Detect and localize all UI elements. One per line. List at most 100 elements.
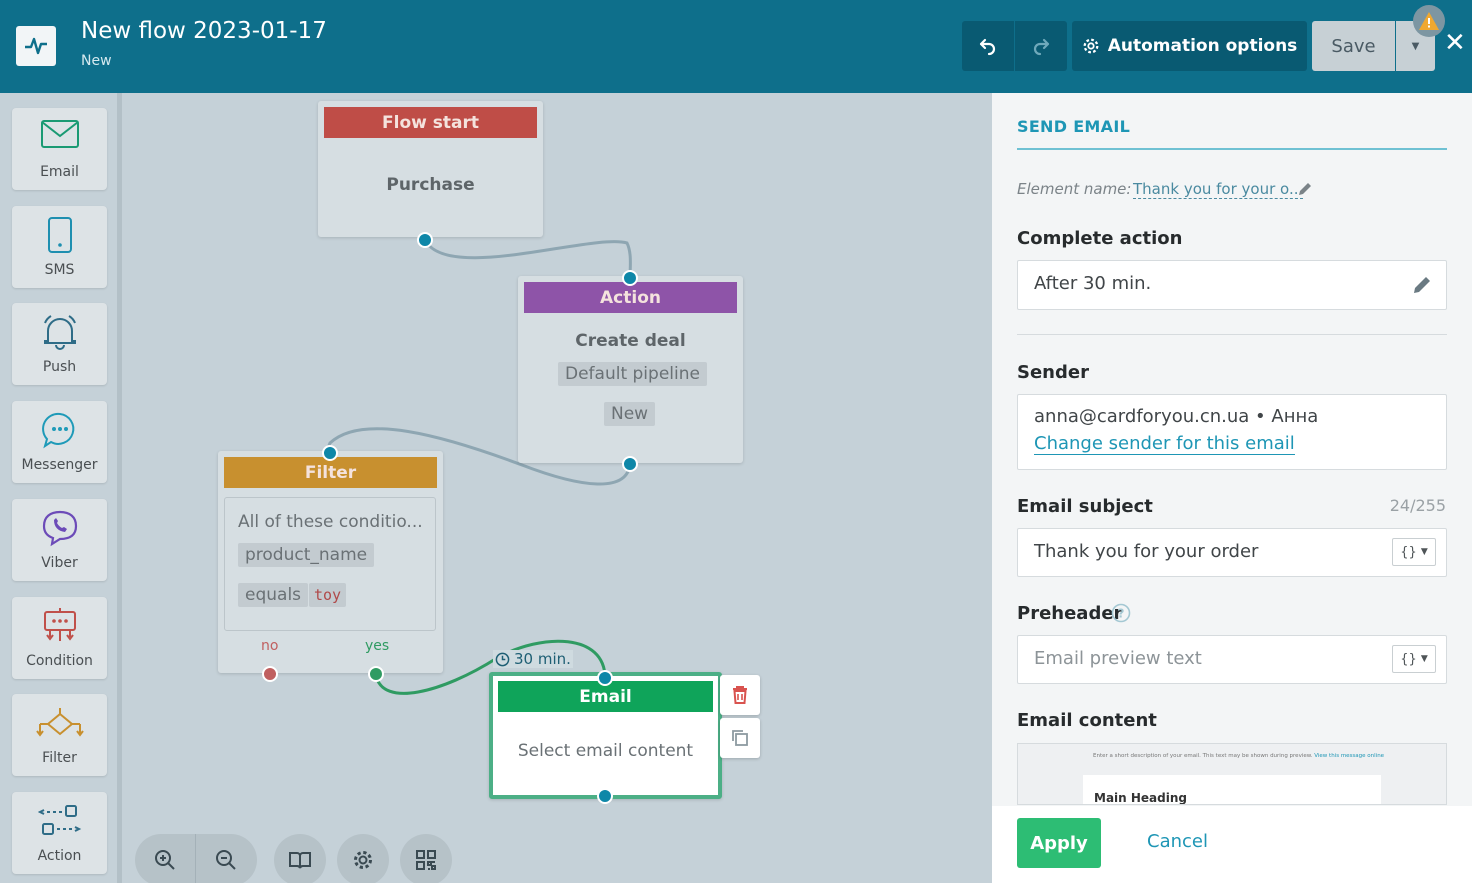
chevron-down-icon: ▼	[1420, 547, 1428, 557]
palette-item-email[interactable]: Email	[12, 108, 107, 190]
zoom-in-button[interactable]	[135, 834, 195, 883]
node-text: Select email content	[517, 741, 694, 761]
guide-button[interactable]	[274, 834, 326, 883]
node-header: Flow start	[324, 107, 537, 138]
palette-item-viber[interactable]: Viber	[12, 499, 107, 581]
delete-node-button[interactable]	[720, 675, 760, 715]
palette-label: Viber	[41, 555, 78, 571]
zoom-in-icon	[155, 850, 175, 870]
automation-options-button[interactable]: Automation options	[1072, 21, 1307, 71]
subject-value: Thank you for your order	[1034, 541, 1259, 562]
palette-item-sms[interactable]: SMS	[12, 206, 107, 288]
apply-button[interactable]: Apply	[1017, 818, 1101, 868]
palette-label: Messenger	[21, 457, 98, 473]
chevron-down-icon: ▼	[1420, 654, 1428, 664]
flow-title[interactable]: New flow 2023-01-17	[81, 18, 327, 44]
element-name-value[interactable]: Thank you for your o...	[1133, 180, 1304, 199]
complete-action-label: Complete action	[1017, 228, 1183, 249]
duplicate-node-button[interactable]	[720, 718, 760, 758]
palette-label: Action	[37, 848, 82, 864]
gear-icon	[1083, 38, 1099, 54]
condition-icon	[43, 608, 76, 641]
preview-heading: Main Heading	[1094, 791, 1187, 805]
field-chip: product_name	[238, 543, 375, 567]
settings-button[interactable]	[337, 834, 389, 883]
palette-item-condition[interactable]: Condition	[12, 597, 107, 679]
sender-value: anna@cardforyou.cn.ua • Анна	[1034, 406, 1319, 427]
preheader-input[interactable]: Email preview text {} ▼	[1017, 635, 1447, 684]
preheader-label: Preheader	[1017, 603, 1123, 624]
panel-title: SEND EMAIL	[1017, 117, 1131, 136]
canvas-toolbar	[135, 802, 475, 883]
pencil-icon[interactable]	[1412, 275, 1432, 295]
cancel-button[interactable]: Cancel	[1147, 831, 1208, 852]
no-branch-label: no	[261, 638, 279, 654]
stage-chip: New	[604, 402, 656, 426]
input-port[interactable]	[622, 270, 638, 286]
undo-button[interactable]	[962, 21, 1014, 71]
trash-icon	[733, 686, 747, 704]
action-node[interactable]: Action Create deal Default pipeline New	[518, 276, 743, 463]
zoom-out-button[interactable]	[195, 834, 255, 883]
email-node[interactable]: Email Select email content	[489, 672, 722, 799]
no-output-port[interactable]	[262, 666, 278, 682]
input-port[interactable]	[322, 445, 338, 461]
help-icon[interactable]: ?	[1111, 603, 1131, 623]
palette-label: Push	[42, 359, 77, 375]
warning-icon[interactable]	[1413, 5, 1445, 37]
node-header: Action	[524, 282, 737, 313]
output-port[interactable]	[622, 456, 638, 472]
yes-output-port[interactable]	[368, 666, 384, 682]
preview-card: Main Heading	[1083, 775, 1381, 805]
delay-text: 30 min.	[514, 650, 571, 668]
sender-label: Sender	[1017, 362, 1089, 383]
complete-action-field[interactable]: After 30 min.	[1017, 260, 1447, 310]
braces-icon: {}	[1400, 651, 1417, 667]
email-subject-label: Email subject	[1017, 496, 1153, 517]
conditions-text: All of these conditio...	[238, 512, 423, 532]
phone-icon	[47, 217, 72, 253]
book-icon	[289, 852, 311, 869]
flow-start-node[interactable]: Flow start Purchase	[318, 101, 543, 237]
output-port[interactable]	[417, 232, 433, 248]
flow-status: New	[81, 53, 112, 69]
delay-label[interactable]: 30 min.	[493, 650, 573, 668]
palette-item-messenger[interactable]: Messenger	[12, 401, 107, 483]
yes-branch-label: yes	[365, 638, 390, 654]
preview-view-online-link: View this message online	[1314, 753, 1385, 759]
flow-canvas[interactable]: Flow start Purchase Action Create deal D…	[122, 93, 992, 883]
email-content-preview[interactable]: Enter a short description of your email.…	[1017, 743, 1447, 805]
change-sender-link[interactable]: Change sender for this email	[1034, 433, 1295, 455]
palette-item-action[interactable]: Action	[12, 792, 107, 874]
pulse-logo-icon[interactable]	[16, 26, 56, 66]
element-palette: Email SMS Push Messenger Viber Condition…	[0, 93, 122, 883]
insert-variable-button[interactable]: {} ▼	[1392, 645, 1436, 673]
input-port[interactable]	[597, 670, 613, 686]
palette-label: Condition	[26, 653, 93, 669]
zoom-out-icon	[215, 850, 236, 870]
palette-label: Filter	[42, 750, 77, 766]
divider	[1017, 334, 1447, 335]
palette-label: SMS	[44, 262, 75, 278]
braces-icon: {}	[1400, 544, 1417, 560]
preheader-placeholder: Email preview text	[1034, 648, 1202, 669]
insert-variable-button[interactable]: {} ▼	[1392, 538, 1436, 566]
output-port[interactable]	[597, 788, 613, 804]
node-header: Email	[498, 681, 713, 712]
subject-char-counter: 24/255	[1389, 496, 1446, 515]
gear-icon	[354, 851, 372, 869]
save-button[interactable]: Save	[1312, 21, 1395, 71]
palette-item-push[interactable]: Push	[12, 303, 107, 385]
filter-node[interactable]: Filter All of these conditio... product_…	[218, 451, 443, 673]
overview-button[interactable]	[400, 834, 452, 883]
palette-label: Email	[40, 164, 79, 180]
bell-icon	[43, 315, 76, 350]
palette-item-filter[interactable]: Filter	[12, 694, 107, 776]
title-underline	[1017, 148, 1447, 150]
redo-button[interactable]	[1015, 21, 1067, 71]
pencil-icon[interactable]	[1297, 181, 1313, 197]
close-icon[interactable]: ✕	[1444, 28, 1466, 58]
clock-icon	[495, 652, 510, 666]
email-subject-input[interactable]: Thank you for your order {} ▼	[1017, 528, 1447, 577]
app-header: New flow 2023-01-17 New Automation optio…	[0, 0, 1472, 93]
